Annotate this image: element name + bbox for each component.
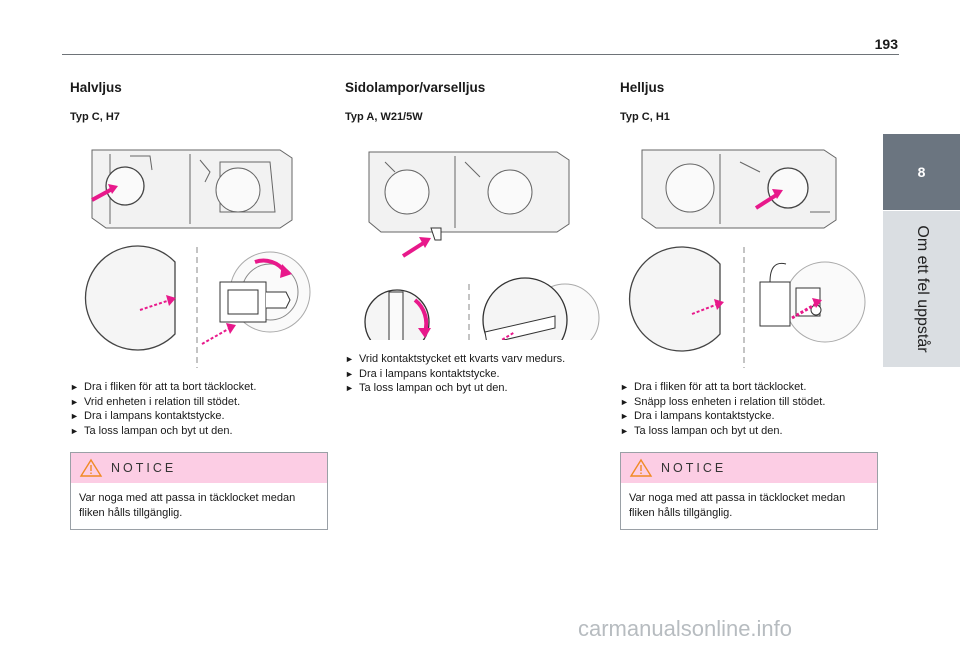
notice-box: NOTICE Var noga med att passa in täckloc… [70,452,328,530]
header-rule [62,54,899,55]
helljus-illustration [620,132,882,368]
section-helljus: Helljus Typ C, H1 ►Dra i fliken för [620,80,882,530]
notice-title: NOTICE [111,461,177,475]
list-item: ►Vrid kontaktstycket ett kvarts varv med… [345,353,566,365]
page-number: 193 [874,36,898,52]
halvljus-illustration [70,132,332,368]
chapter-tab-number[interactable]: 8 [883,134,960,210]
sidolampor-illustration [345,132,607,340]
section-halvljus: Halvljus Typ C, H7 [70,80,332,530]
list-item: ►Ta loss lampan och byt ut den. [345,382,508,394]
list-item: ►Dra i fliken för att ta bort täcklocket… [70,381,257,393]
bullet-arrow-icon: ► [620,411,629,421]
notice-text: Var noga med att passa in täcklocket med… [79,492,296,519]
bullet-arrow-icon: ► [620,396,629,407]
warning-triangle-icon [79,458,103,477]
bullet-arrow-icon: ► [70,396,79,407]
section-subtitle: Typ C, H1 [620,111,670,123]
bullet-arrow-icon: ► [345,368,354,379]
bullet-arrow-icon: ► [620,382,629,392]
list-item: ►Vrid enheten i relation till stödet. [70,395,241,408]
warning-triangle-icon [629,458,653,477]
bullet-arrow-icon: ► [70,425,79,436]
bullet-arrow-icon: ► [345,354,354,364]
notice-header: NOTICE [621,453,877,483]
section-title: Sidolampor/varselljus [345,80,486,95]
bullet-arrow-icon: ► [345,383,354,393]
section-sidolampor: Sidolampor/varselljus Typ A, W21/5W [345,80,607,396]
section-subtitle: Typ A, W21/5W [345,111,423,123]
section-title: Helljus [620,80,665,95]
bullet-arrow-icon: ► [70,411,79,421]
list-item: ►Snäpp loss enheten i relation till stöd… [620,395,826,408]
section-subtitle: Typ C, H7 [70,111,120,123]
notice-title: NOTICE [661,461,727,475]
list-item: ►Ta loss lampan och byt ut den. [70,424,233,437]
list-item: ►Ta loss lampan och byt ut den. [620,424,783,437]
notice-text: Var noga med att passa in täcklocket med… [629,492,846,519]
step-list: ►Dra i fliken för att ta bort täcklocket… [70,380,332,438]
bullet-arrow-icon: ► [620,425,629,436]
bullet-arrow-icon: ► [70,382,79,392]
watermark: carmanualsonline.info [578,616,793,641]
step-list: ►Dra i fliken för att ta bort täcklocket… [620,380,882,438]
section-title: Halvljus [70,80,122,95]
notice-header: NOTICE [71,453,327,483]
chapter-tab-title[interactable]: Om ett fel uppstår [883,211,960,367]
list-item: ►Dra i lampans kontaktstycke. [70,410,225,422]
list-item: ►Dra i lampans kontaktstycke. [345,367,500,380]
chapter-title-text: Om ett fel uppstår [913,225,931,353]
notice-box: NOTICE Var noga med att passa in täckloc… [620,452,878,530]
list-item: ►Dra i fliken för att ta bort täcklocket… [620,381,807,393]
step-list: ►Vrid kontaktstycket ett kvarts varv med… [345,352,607,396]
list-item: ►Dra i lampans kontaktstycke. [620,410,775,422]
